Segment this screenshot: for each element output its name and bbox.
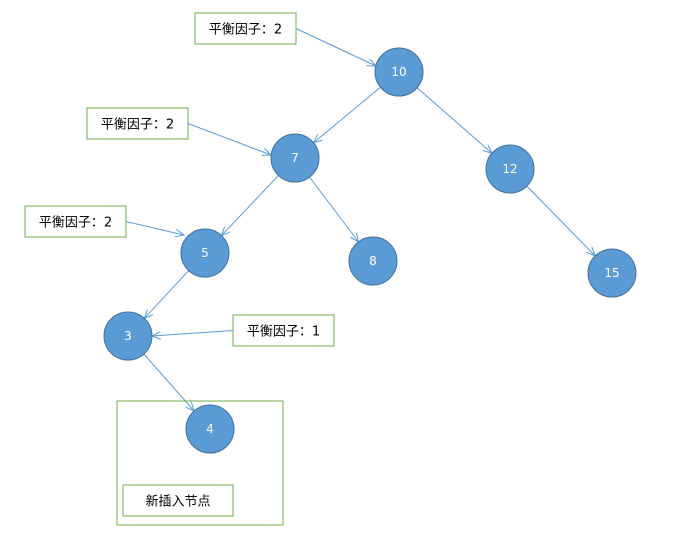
tree-node-15: 15 — [587, 248, 637, 298]
new-node-caption-box — [122, 484, 234, 517]
tree-node-3: 3 — [103, 311, 153, 361]
edge-7-to-8 — [309, 176, 358, 242]
tree-node-10: 10 — [374, 47, 424, 97]
node-label: 8 — [369, 254, 377, 268]
node-label: 4 — [206, 422, 214, 436]
tree-node-12: 12 — [485, 144, 535, 194]
balance-factor-text: 平衡因子：1 — [247, 325, 320, 340]
tree-node-7: 7 — [270, 133, 320, 183]
edges — [143, 86, 595, 411]
balance-factor-arrow — [187, 123, 271, 156]
balance-factor-text: 平衡因子：2 — [101, 118, 174, 133]
tree-node-8: 8 — [348, 236, 398, 286]
node-label: 3 — [124, 329, 132, 343]
balance-factor-box — [24, 205, 127, 238]
edge-10-to-7 — [313, 86, 381, 142]
balance-factor-text: 平衡因子：2 — [209, 23, 282, 38]
balance-factor-label: 平衡因子：2 — [194, 12, 376, 67]
edge-7-to-5 — [222, 175, 279, 235]
node-circle — [348, 236, 398, 286]
node-circle — [180, 228, 230, 278]
new-node-caption: 新插入节点 — [145, 494, 210, 510]
balance-factor-text: 平衡因子：2 — [39, 216, 112, 231]
nodes: 10 7 12 5 8 15 3 4 — [103, 47, 637, 454]
balance-factor-box — [194, 12, 297, 45]
edge-10-to-12 — [416, 87, 492, 153]
new-node-group: 新插入节点 — [116, 400, 284, 526]
balance-factor-label: 平衡因子：1 — [152, 314, 335, 347]
node-circle — [587, 248, 637, 298]
node-circle — [374, 47, 424, 97]
tree-node-4: 4 — [185, 404, 235, 454]
node-label: 12 — [502, 162, 517, 176]
tree-node-5: 5 — [180, 228, 230, 278]
node-circle — [485, 144, 535, 194]
new-node-frame — [116, 400, 284, 526]
edge-12-to-15 — [526, 185, 595, 256]
balance-factor-arrow — [295, 28, 376, 67]
edge-5-to-3 — [144, 270, 190, 319]
node-label: 5 — [201, 246, 209, 260]
balance-factor-box — [86, 107, 189, 140]
node-circle — [270, 133, 320, 183]
balance-factor-label: 平衡因子：2 — [24, 205, 184, 238]
node-circle — [185, 404, 235, 454]
balance-factor-label: 平衡因子：2 — [86, 107, 271, 156]
node-label: 15 — [604, 266, 619, 280]
node-circle — [103, 311, 153, 361]
balance-factor-arrow — [125, 221, 184, 236]
node-label: 7 — [291, 151, 299, 165]
balance-factor-labels: 平衡因子：2 平衡因子：2 平衡因子：2 平衡因子：1 — [24, 12, 376, 347]
balance-factor-arrow — [152, 330, 234, 337]
node-label: 10 — [391, 65, 406, 79]
edge-3-to-4 — [143, 353, 194, 411]
